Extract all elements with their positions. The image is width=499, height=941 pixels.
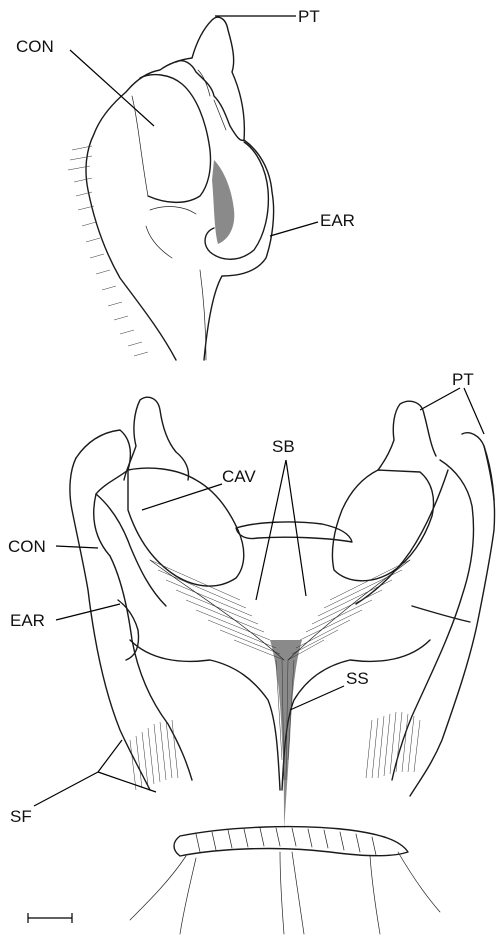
top-con-label: CON (16, 37, 54, 56)
bottom-cav-leader (142, 484, 222, 510)
bottom-sb-leader-2 (286, 460, 306, 596)
scale-bar (28, 913, 72, 923)
bottom-pt-label: PT (452, 370, 474, 389)
bottom-ear-leader (56, 604, 120, 620)
bottom-pt-leader-1 (420, 388, 460, 410)
bottom-sf-leader-1 (34, 772, 98, 806)
top-left-stripes (68, 146, 148, 356)
bottom-con-label: CON (8, 537, 46, 556)
bottom-cav-label: CAV (222, 467, 256, 486)
sf-striations (130, 712, 420, 790)
top-ear-leader (270, 222, 318, 236)
bottom-pt-leader-2 (464, 388, 484, 434)
bottom-sb-label: SB (272, 437, 295, 456)
top-ear-label: EAR (320, 211, 355, 230)
bottom-sf-label: SF (10, 807, 32, 826)
top-view-drawing (68, 17, 274, 360)
top-con-leader (70, 50, 154, 126)
top-pt-label: PT (298, 7, 320, 26)
bottom-con-leader (56, 546, 98, 548)
bottom-sf-leader-3 (98, 772, 156, 792)
bottom-ss-label: SS (346, 669, 369, 688)
bottom-sf-leader-2 (98, 740, 122, 772)
bottom-ss-leader (290, 686, 344, 710)
bottom-sb-leader-1 (256, 460, 286, 600)
bottom-ear-label: EAR (10, 611, 45, 630)
